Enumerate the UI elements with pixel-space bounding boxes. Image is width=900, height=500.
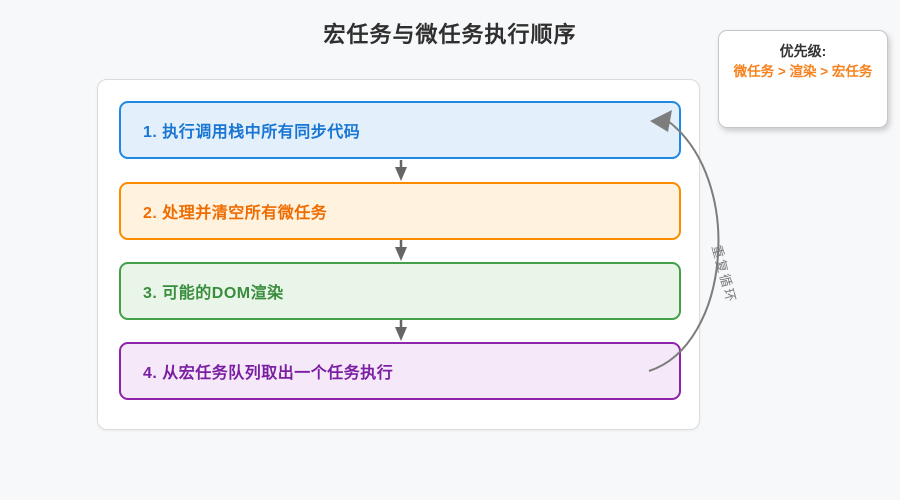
page-title: 宏任务与微任务执行顺序: [323, 22, 577, 47]
down-arrow-icon: [395, 320, 407, 341]
flow-step: 3. 可能的DOM渲染: [119, 262, 681, 320]
flow-panel: 1. 执行调用栈中所有同步代码 2. 处理并清空所有微任务 3. 可能的DOM渲…: [97, 79, 700, 430]
priority-heading: 优先级:: [779, 43, 827, 59]
flow-step: 1. 执行调用栈中所有同步代码: [119, 101, 681, 159]
flow-step: 4. 从宏任务队列取出一个任务执行: [119, 342, 681, 400]
flow-step-label: 4. 从宏任务队列取出一个任务执行: [143, 365, 394, 382]
flow-step-label: 2. 处理并清空所有微任务: [143, 205, 328, 222]
flow-step: 2. 处理并清空所有微任务: [119, 182, 681, 240]
flow-step-label: 3. 可能的DOM渲染: [143, 285, 284, 302]
down-arrow-icon: [395, 160, 407, 181]
priority-rule: 微任务 > 渲染 > 宏任务: [733, 64, 873, 79]
priority-card: 优先级: 微任务 > 渲染 > 宏任务: [718, 30, 888, 128]
flow-step-label: 1. 执行调用栈中所有同步代码: [143, 124, 361, 141]
loop-label: 重复循环: [709, 243, 740, 306]
down-arrow-icon: [395, 240, 407, 261]
